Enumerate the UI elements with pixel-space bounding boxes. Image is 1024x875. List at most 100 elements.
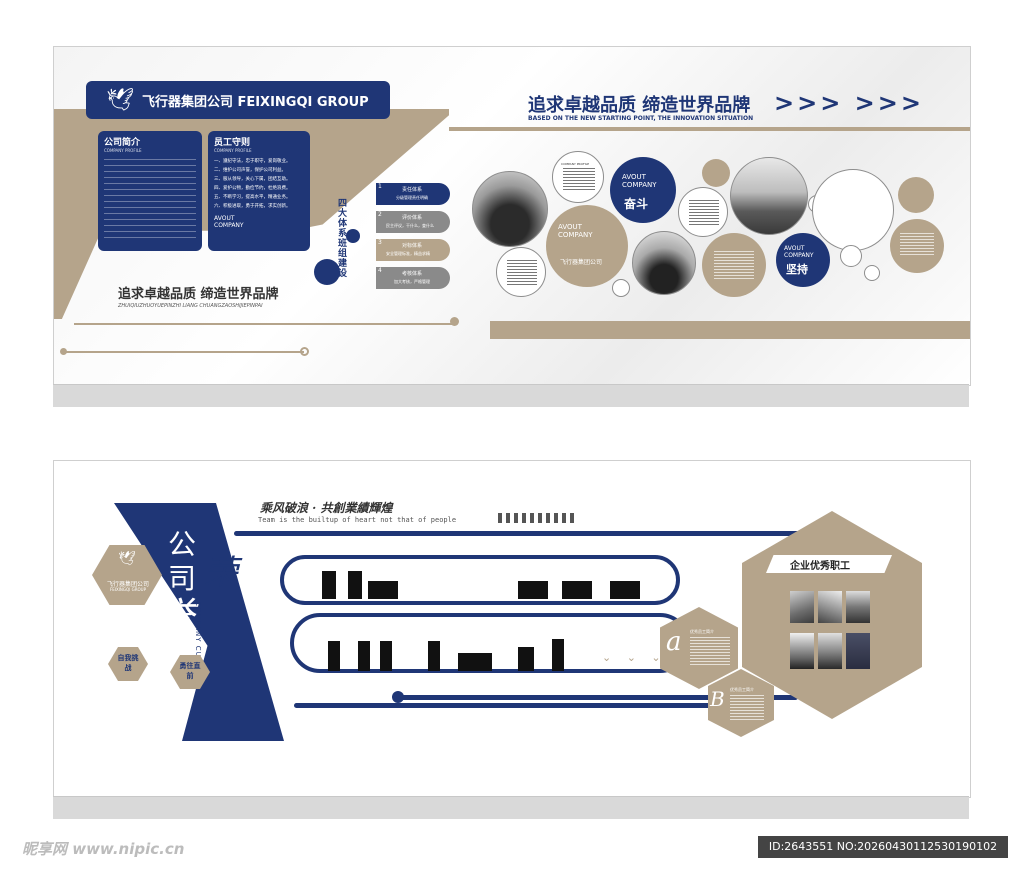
rules-item: 一、遵纪守法，忠于职守，爱岗敬业。	[214, 159, 291, 164]
rules-title: 员工守则	[214, 138, 251, 148]
word-persist: 坚持	[786, 263, 808, 276]
award-frame	[518, 647, 534, 671]
award-frame	[322, 571, 336, 599]
award-frame	[328, 641, 340, 671]
rules-item: 三、服从领导，关心下属，团结互助。	[214, 177, 291, 182]
deco-circle-navy	[314, 259, 340, 285]
tan-circle-small-1	[702, 159, 730, 187]
award-frame	[428, 641, 440, 671]
hex-b-text	[730, 695, 764, 721]
challenge-text: 自我挑战	[117, 654, 139, 672]
system-step-2: 2 评价体系 民主评议，干什么，査什么	[376, 211, 450, 233]
rules-item: 六、积极进取，勇于开拓，求实创新。	[214, 204, 291, 209]
navy-circle-strive: AVOUT COMPANY 奋斗	[610, 157, 676, 223]
large-empty-ring	[812, 169, 894, 251]
honor-char-4: 誉	[154, 595, 194, 641]
bottom-brand-en: FEIXINGQI GROUP	[110, 587, 146, 592]
employee-photo	[790, 591, 814, 623]
employee-title-bar	[766, 555, 892, 573]
profile-title: 公司简介	[104, 138, 141, 148]
lower-slogan-title: 追求卓越品质 缔造世界品牌	[118, 287, 279, 302]
site-watermark: 昵享网 www.nipic.cn	[22, 840, 185, 858]
tan-circle-small-2	[898, 177, 934, 213]
forward-hexagon	[170, 655, 210, 689]
navy-circle-persist: AVOUT COMPANY 坚持	[776, 233, 830, 287]
text-circle-3	[678, 187, 728, 237]
top-wall-panel: 🕊 飞行器集团公司 FEIXINGQI GROUP 追求卓越品质 缔造世界品牌 …	[53, 46, 971, 386]
line-dot	[450, 317, 459, 326]
award-frame	[610, 581, 640, 599]
honor-char-1: 公	[168, 528, 197, 561]
brand-name: 飞行器集团公司 FEIXINGQI GROUP	[141, 94, 369, 110]
award-frame	[380, 641, 392, 671]
line-dot-small	[60, 348, 67, 355]
bottom-wall-panel: 公 司 荣 誉 COMPANY CULTURE 🕊 飞行器集团公司 FEIXIN…	[53, 460, 971, 798]
system-step-1: 1 责任体系 分级管理责任明确	[376, 183, 450, 205]
hex-b-title: 优秀员工简介	[730, 687, 754, 692]
award-frame	[562, 581, 592, 599]
tan-block-lower	[490, 321, 970, 339]
honor-char-3: 荣	[204, 553, 238, 593]
bird-logo-icon: 🕊	[106, 87, 134, 113]
forward-text: 勇往直前	[179, 662, 201, 680]
award-frame	[348, 571, 362, 599]
text-circle-1: COMPANY PROFILE	[552, 151, 604, 203]
rules-en: COMPANY PROFILE	[214, 148, 252, 153]
employee-photo	[846, 633, 870, 669]
system-step-4: 4 考核体系 加大考核，严格管理	[376, 267, 450, 289]
award-frame	[358, 641, 370, 671]
id-watermark: ID:2643551 NO:20260430112530190102	[758, 836, 1008, 858]
employee-photo	[818, 591, 842, 623]
lower-slogan-pinyin: ZHUIQIUZHUOYUEPINZHI LIANG CHUANGZAOSHIJ…	[118, 303, 263, 309]
track-bottom-line	[294, 703, 744, 708]
system-title: 四大体系班组建设	[338, 199, 348, 279]
top-slogan-subtitle: BASED ON THE NEW STARTING POINT, THE INN…	[528, 115, 754, 122]
tan-circle-company: AVOUT COMPANY 飞行器集团公司	[546, 205, 628, 287]
lower-line-2	[64, 351, 304, 353]
profile-card: 公司简介 COMPANY PROFILE	[98, 131, 202, 251]
bottom-panel-floor	[53, 796, 969, 819]
small-ring-4	[864, 265, 880, 281]
honor-char-2: 司	[168, 562, 197, 595]
rules-item: 四、爱护公物，勤俭节约，杜绝浪费。	[214, 186, 291, 191]
small-ring-3	[840, 245, 862, 267]
arrows-decoration: >>> >>>	[774, 89, 925, 117]
employee-photo	[790, 633, 814, 669]
rules-avout: AVOUT COMPANY	[214, 215, 244, 229]
motto-en: Team is the builtup of heart not that of…	[258, 516, 457, 524]
hex-a-text	[690, 637, 730, 667]
track-upper-loop	[280, 555, 680, 605]
top-slogan-title: 追求卓越品质 缔造世界品牌	[528, 95, 751, 116]
track-top-line	[234, 531, 804, 536]
tan-band-right	[449, 127, 970, 131]
motto-cn: 乘风破浪 · 共創業績輝煌	[260, 501, 393, 515]
track-return-line	[398, 695, 798, 700]
birds-decoration: ⌄ ⌄ ⌄	[602, 651, 667, 664]
palm-photo-circle	[472, 171, 548, 247]
rules-card: 员工守则 COMPANY PROFILE 一、遵纪守法，忠于职守，爱岗敬业。 二…	[208, 131, 310, 251]
bottom-bird-icon: 🕊	[118, 551, 136, 567]
employee-photo	[818, 633, 842, 669]
track-end-dot	[392, 691, 404, 703]
employee-photo	[846, 591, 870, 623]
hex-a-title: 优秀员工简介	[690, 629, 714, 634]
building-photo-circle	[730, 157, 808, 235]
tan-circle-text	[702, 233, 766, 297]
rules-item: 二、维护公司声誉，保护公司利益。	[214, 168, 286, 173]
tan-circle-text-2	[890, 219, 944, 273]
award-frame	[518, 581, 548, 599]
word-strive: 奋斗	[624, 197, 649, 211]
profile-en: COMPANY PROFILE	[104, 148, 142, 153]
award-frame	[368, 581, 398, 599]
employee-title: 企业优秀职工	[790, 561, 850, 572]
deco-circle-navy-small	[346, 229, 360, 243]
challenge-hexagon	[108, 647, 148, 681]
lower-line-1	[74, 323, 454, 325]
system-step-3: 3 对标体系 安全管理标准，精益求精	[376, 239, 450, 261]
line-dot-ring	[300, 347, 309, 356]
letter-a: a	[666, 627, 682, 657]
bottom-brand-name: 飞行器集团公司	[106, 581, 149, 588]
letter-b: B	[710, 687, 725, 711]
text-circle-2	[496, 247, 546, 297]
award-frame	[458, 653, 492, 671]
